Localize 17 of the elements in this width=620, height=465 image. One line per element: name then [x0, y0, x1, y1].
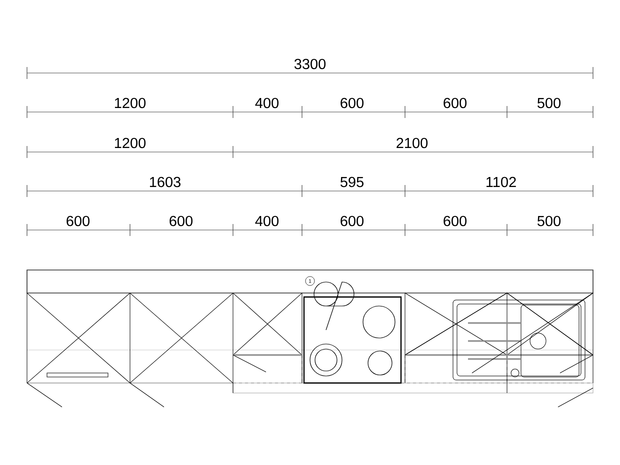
dimension-label: 1200 — [114, 138, 146, 148]
dimension-label: 600 — [66, 216, 90, 226]
dimension-label: 500 — [538, 98, 561, 108]
dimension-label: 600 — [170, 216, 193, 226]
dimension-label: 600 — [444, 98, 467, 108]
dimension-label: 500 — [538, 216, 561, 226]
dimension-label: 600 — [340, 98, 364, 108]
dimension-label: 2100 — [396, 138, 428, 148]
dimension-label: 600 — [340, 216, 364, 226]
dimension-label: 400 — [255, 216, 279, 226]
dimension-label: 595 — [340, 176, 364, 188]
dimension-label: 1603 — [150, 176, 180, 188]
dimension-label: 600 — [444, 216, 467, 226]
dimension-label: 1102 — [486, 176, 516, 188]
dimension-label: 400 — [255, 98, 279, 108]
dimension-label: 3300 — [294, 58, 326, 70]
dimension-label: 1200 — [114, 98, 146, 108]
